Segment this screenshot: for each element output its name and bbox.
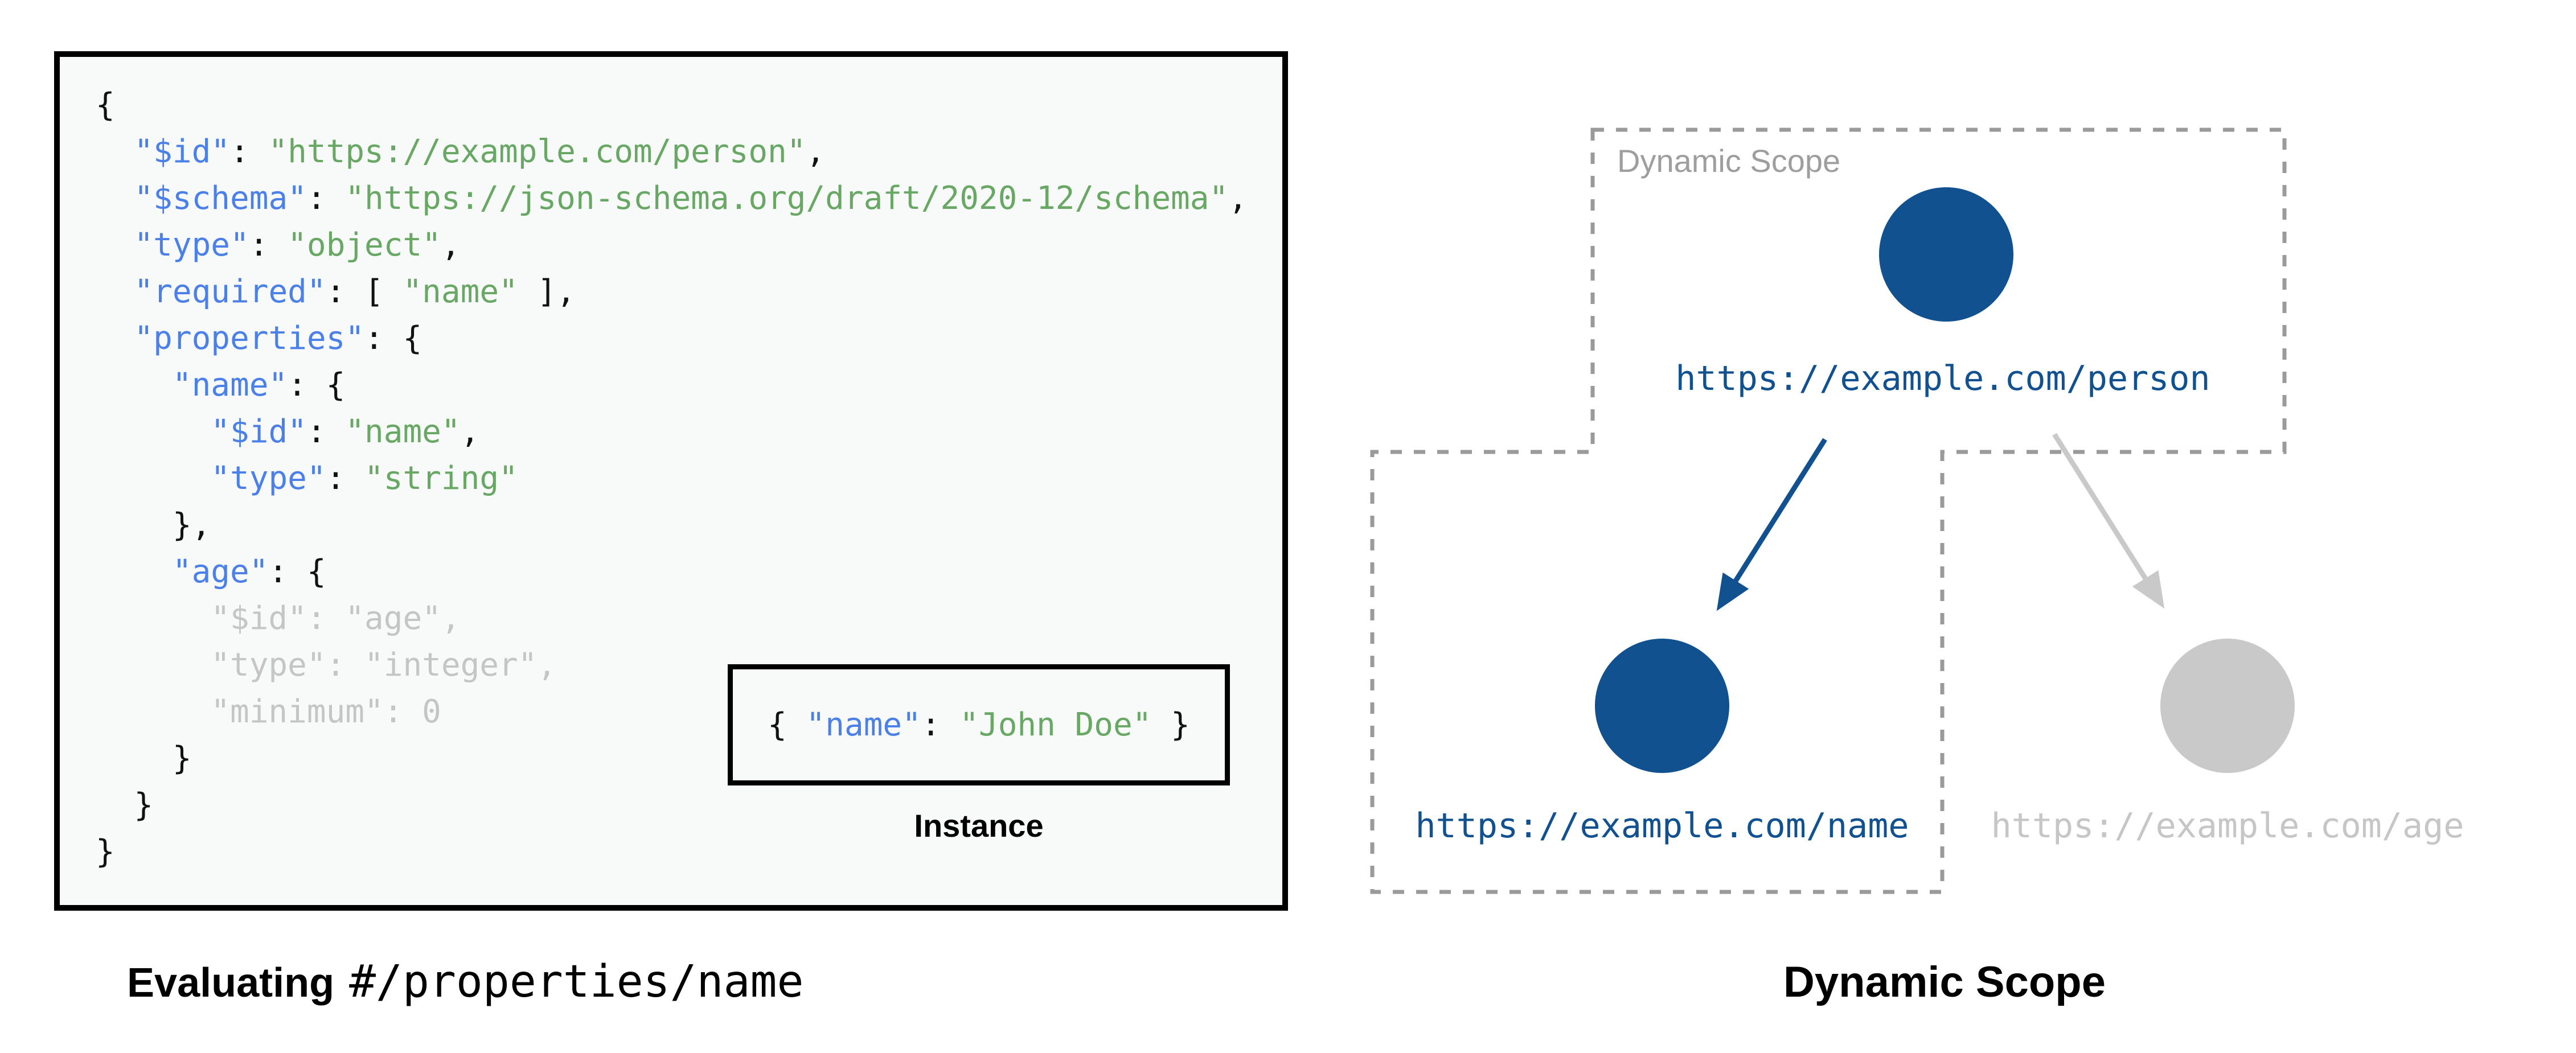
code-token: , (441, 227, 461, 264)
left-caption-pointer: #/properties/name (349, 956, 804, 1007)
node-name-circle (1595, 639, 1729, 773)
dynamic-scope-label: Dynamic Scope (1617, 143, 1841, 179)
instance-label: Instance (914, 808, 1044, 844)
code-token: : (921, 706, 960, 743)
instance-box: { "name": "John Doe" } (728, 664, 1230, 785)
code-line: "name": { (96, 362, 1277, 409)
schema-code-panel: { "$id": "https://example.com/person", "… (54, 51, 1288, 911)
code-token: }, (96, 507, 211, 544)
node-person-url: https://example.com/person (1675, 359, 2210, 398)
code-line: "$id": "name", (96, 409, 1277, 455)
code-line: } (96, 829, 1277, 875)
code-line: "type": "string" (96, 455, 1277, 502)
left-caption-word: Evaluating (127, 960, 335, 1006)
node-age-circle (2160, 639, 2295, 773)
instance-code: { "name": "John Doe" } (768, 706, 1190, 743)
code-token: "type" (134, 227, 249, 264)
code-token: "string" (364, 460, 518, 497)
code-token: "$schema" (134, 180, 307, 217)
code-line: }, (96, 502, 1277, 549)
code-line: "type": "integer", (96, 642, 1277, 689)
edge-person-to-name (1716, 438, 1827, 611)
code-line: "minimum": 0 (96, 689, 1277, 735)
code-token: "type": "integer", (96, 647, 557, 684)
node-person-circle (1879, 187, 2013, 322)
code-token: , (806, 133, 826, 170)
code-token: } (96, 787, 154, 824)
code-line: } (96, 735, 1277, 782)
code-token: { (96, 87, 115, 124)
code-token: } (96, 833, 115, 870)
node-name-url: https://example.com/name (1415, 806, 1909, 846)
code-line: } (96, 782, 1277, 829)
left-caption: Evaluating #/properties/name (127, 956, 803, 1007)
code-token: "name" (806, 706, 921, 743)
code-token: "age" (172, 553, 269, 590)
code-token: "name" (172, 367, 288, 404)
code-token: : (326, 460, 365, 497)
code-token: "$id" (134, 133, 231, 170)
code-token: "properties" (134, 320, 365, 357)
code-line: "required": [ "name" ], (96, 269, 1277, 315)
code-token: : { (288, 367, 346, 404)
right-caption: Dynamic Scope (1783, 958, 2106, 1006)
code-token: : { (268, 553, 326, 590)
code-token: , (460, 413, 480, 450)
node-age-url: https://example.com/age (1991, 806, 2464, 846)
edge-person-to-age (2052, 433, 2165, 609)
code-token: : { (364, 320, 423, 357)
code-token: : (230, 133, 269, 170)
code-token: "required" (134, 273, 326, 310)
code-token: "https://example.com/person" (268, 133, 806, 170)
code-line: { (96, 82, 1277, 129)
code-block: { "$id": "https://example.com/person", "… (96, 82, 1277, 875)
code-token: "$id": "age", (96, 600, 461, 637)
code-token: : (306, 180, 346, 217)
code-token: "name" (403, 273, 518, 310)
code-token: "https://json-schema.org/draft/2020-12/s… (345, 180, 1229, 217)
code-line: "$id": "https://example.com/person", (96, 129, 1277, 175)
code-token: ], (518, 273, 576, 310)
code-token: "object" (288, 227, 441, 264)
code-token: "John Doe" (959, 706, 1152, 743)
code-token: : [ (326, 273, 403, 310)
code-token: } (96, 740, 192, 777)
code-token: "name" (345, 413, 461, 450)
code-token: { (768, 706, 806, 743)
code-token: } (1151, 706, 1190, 743)
code-token: "type" (211, 460, 326, 497)
code-line: "type": "object", (96, 222, 1277, 269)
code-token: : (306, 413, 346, 450)
code-line: "$id": "age", (96, 595, 1277, 642)
code-line: "age": { (96, 549, 1277, 595)
dynamic-scope-boundary (1370, 127, 2287, 894)
code-line: "$schema": "https://json-schema.org/draf… (96, 175, 1277, 222)
code-line: "properties": { (96, 315, 1277, 362)
code-token: "minimum": 0 (96, 693, 441, 730)
code-token: "$id" (211, 413, 307, 450)
code-token: : (249, 227, 288, 264)
code-token: , (1228, 180, 1248, 217)
